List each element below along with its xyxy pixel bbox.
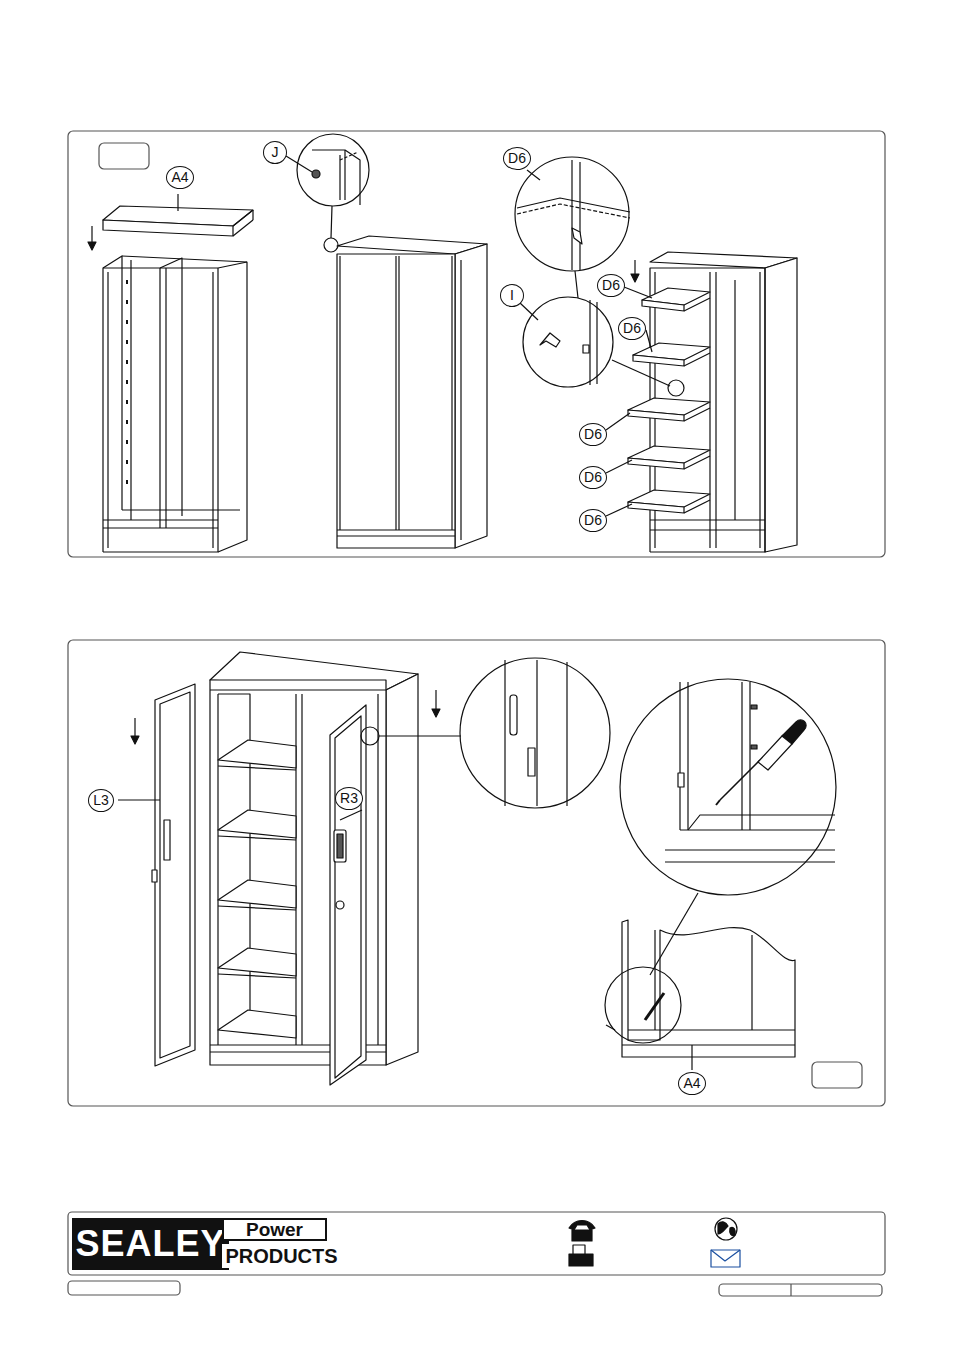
callout-label: D6 xyxy=(584,469,602,485)
cabinet-frame xyxy=(88,194,253,552)
footer-bar xyxy=(68,1212,885,1275)
mail-icon xyxy=(711,1250,740,1267)
callout-label: L3 xyxy=(93,792,109,808)
callout-label: D6 xyxy=(584,426,602,442)
callout-label: D6 xyxy=(508,150,526,166)
phone-icon xyxy=(569,1221,595,1242)
callout-circle: D6 xyxy=(579,466,607,489)
step-tab xyxy=(812,1062,862,1088)
footer-box xyxy=(68,1281,180,1295)
callout-circle: A4 xyxy=(166,166,194,189)
step-tab xyxy=(99,143,149,169)
callout-circle: D6 xyxy=(618,317,646,340)
callout-label: J xyxy=(272,144,279,160)
logo-text: SEALEY xyxy=(75,1223,225,1265)
callout-circle: D6 xyxy=(503,147,531,170)
screwdriver-detail xyxy=(605,679,836,1070)
callout-label: A4 xyxy=(171,169,188,185)
callout-label: I xyxy=(510,287,514,303)
cabinet-doors xyxy=(118,652,610,1085)
callout-label: D6 xyxy=(623,320,641,336)
step-panel xyxy=(68,640,885,1106)
callout-circle: L3 xyxy=(88,789,114,812)
logo-text: Power xyxy=(246,1219,303,1241)
callout-label: R3 xyxy=(340,790,358,806)
callout-label: A4 xyxy=(683,1075,700,1091)
brand-logo: SEALEY xyxy=(72,1218,229,1270)
callout-circle: J xyxy=(263,141,287,164)
callout-circle: D6 xyxy=(597,274,625,297)
brand-wordmark: PRODUCTS xyxy=(222,1244,341,1268)
callout-circle: I xyxy=(500,284,524,307)
cabinet-shelves xyxy=(515,157,797,552)
callout-label: D6 xyxy=(584,512,602,528)
globe-icon xyxy=(715,1218,737,1240)
callout-circle: A4 xyxy=(678,1072,706,1095)
callout-circle: D6 xyxy=(579,423,607,446)
callout-circle: D6 xyxy=(579,509,607,532)
callout-circle: R3 xyxy=(335,787,363,810)
cabinet-closed xyxy=(286,134,487,548)
brand-wordmark: Power xyxy=(222,1218,327,1241)
step-panel xyxy=(68,131,885,557)
callout-label: D6 xyxy=(602,277,620,293)
footer-box xyxy=(719,1284,882,1296)
logo-text: PRODUCTS xyxy=(225,1245,337,1268)
fax-icon xyxy=(569,1245,593,1266)
